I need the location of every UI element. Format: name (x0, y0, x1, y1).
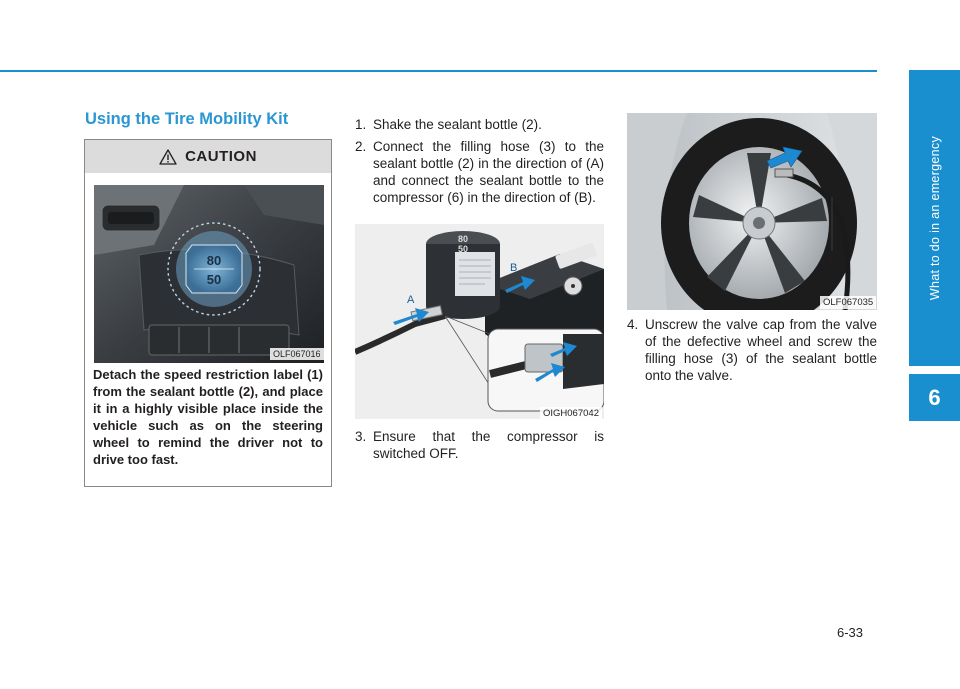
header-rule (0, 70, 877, 72)
caution-text: Detach the speed restriction label (1) f… (93, 367, 323, 467)
bottle-label-top: 80 (458, 234, 468, 244)
wheel-figure-code: OLF067035 (820, 296, 877, 309)
page-number: 6-33 (837, 625, 864, 640)
step-2: 2. Connect the filling hose (3) to the s… (355, 138, 604, 206)
step-3: 3. Ensure that the compressor is switche… (355, 428, 604, 462)
chapter-tab-bar (909, 70, 960, 366)
step-number: 4. (627, 317, 639, 332)
speed-label-bottom: 50 (207, 272, 221, 287)
chapter-number: 6 (909, 374, 960, 421)
caution-heading: CAUTION (185, 148, 257, 165)
warning-triangle-icon (159, 148, 177, 165)
section-title: Using the Tire Mobility Kit (85, 110, 289, 128)
steps-column-1: 1. Shake the sealant bottle (2). 2. Conn… (355, 116, 604, 206)
steps-column-2: 4. Unscrew the valve cap from the valve … (627, 316, 877, 384)
arrow-label-b: B (510, 262, 517, 274)
step-text: Ensure that the compressor is switched O… (373, 429, 604, 461)
chapter-title: What to do in an emergency (927, 135, 942, 301)
compressor-connection-figure: 80 50 A B (355, 224, 604, 419)
step-number: 2. (355, 139, 367, 154)
compressor-figure-code: OIGH067042 (540, 407, 602, 420)
step-text: Shake the sealant bottle (2). (373, 117, 542, 132)
step-4: 4. Unscrew the valve cap from the valve … (627, 316, 877, 384)
arrow-label-a: A (407, 294, 415, 306)
caution-image-code: OLF067016 (270, 348, 324, 360)
speed-label-dashboard-image: 80 50 (94, 185, 324, 363)
hose-callout-number: 3 (827, 255, 833, 266)
step-number: 1. (355, 117, 367, 132)
caution-header: CAUTION (85, 140, 331, 173)
step-number: 3. (355, 429, 367, 444)
caution-box: CAUTION 8 (84, 139, 332, 487)
wheel-valve-figure: 3 (627, 113, 877, 310)
step-text: Unscrew the valve cap from the valve of … (645, 317, 877, 383)
bottle-label-bottom: 50 (458, 244, 468, 254)
step-1: 1. Shake the sealant bottle (2). (355, 116, 604, 133)
speed-label-top: 80 (207, 253, 221, 268)
steps-column-1b: 3. Ensure that the compressor is switche… (355, 428, 604, 462)
chapter-tab[interactable]: What to do in an emergency 6 (909, 70, 960, 421)
step-text: Connect the filling hose (3) to the seal… (373, 139, 604, 205)
